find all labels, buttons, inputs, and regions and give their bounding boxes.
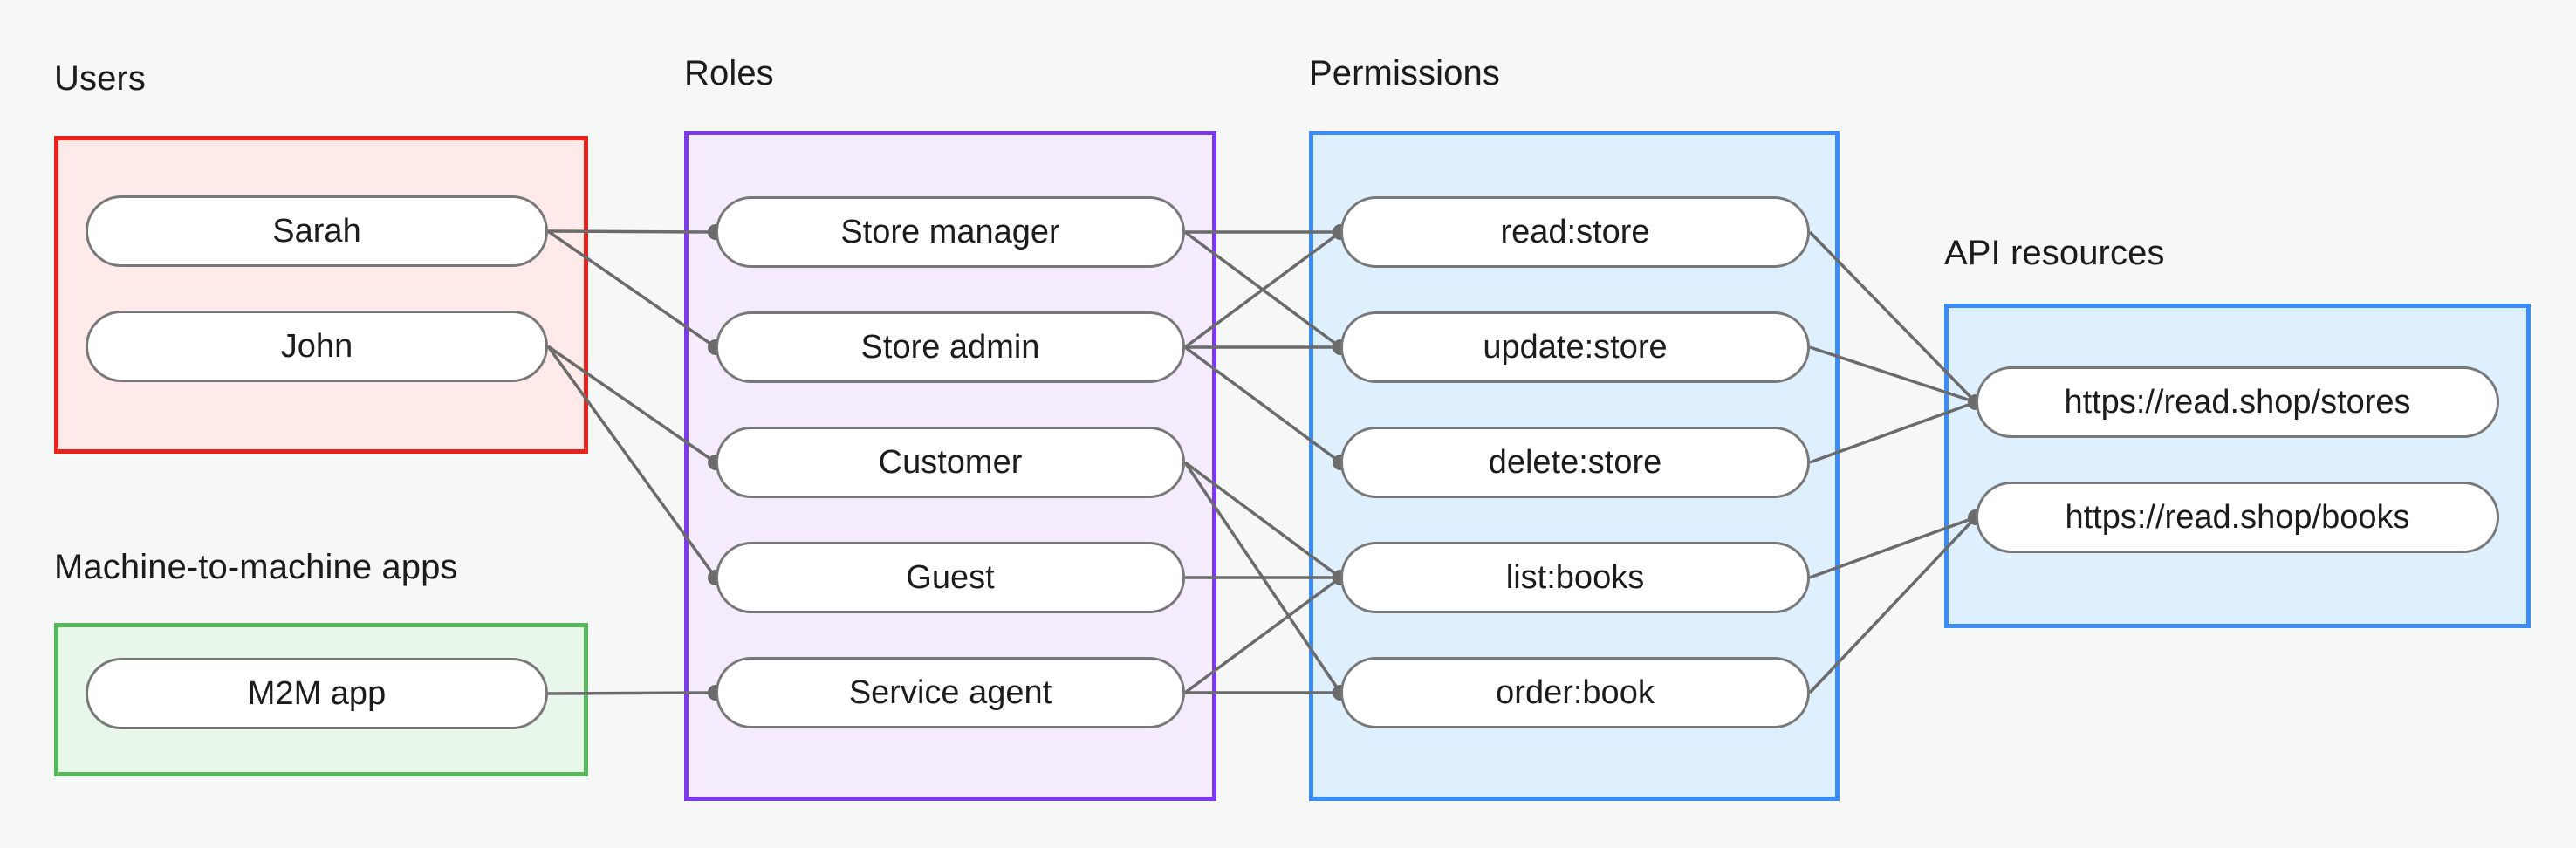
node-john[interactable]: John	[86, 311, 548, 382]
node-label-read-store: read:store	[1500, 213, 1650, 250]
group-title-m2m: Machine-to-machine apps	[54, 548, 458, 586]
group-title-permissions: Permissions	[1309, 54, 1500, 92]
node-delete-store[interactable]: delete:store	[1340, 427, 1810, 498]
edge-list-books-to-res-books	[1809, 516, 1977, 579]
node-res-books[interactable]: https://read.shop/books	[1976, 482, 2499, 553]
node-order-book[interactable]: order:book	[1340, 657, 1810, 728]
node-label-update-store: update:store	[1483, 328, 1668, 366]
node-label-customer: Customer	[878, 443, 1023, 481]
node-label-list-books: list:books	[1505, 558, 1645, 596]
node-store-manager[interactable]: Store manager	[716, 196, 1185, 268]
edge-sarah-to-store-manager	[547, 229, 716, 234]
node-customer[interactable]: Customer	[716, 427, 1185, 498]
node-label-john: John	[280, 327, 353, 365]
group-box-api-resources	[1944, 304, 2531, 628]
node-store-admin[interactable]: Store admin	[716, 311, 1185, 383]
node-label-m2mapp: M2M app	[247, 674, 387, 712]
node-label-service-agent: Service agent	[848, 674, 1052, 711]
node-service-agent[interactable]: Service agent	[716, 657, 1185, 728]
group-title-api-resources: API resources	[1944, 234, 2165, 272]
edge-read-store-to-res-stores	[1808, 230, 1977, 404]
edge-service-agent-to-list-books	[1183, 576, 1342, 694]
edge-m2mapp-to-service-agent	[547, 691, 716, 695]
node-sarah[interactable]: Sarah	[86, 195, 548, 267]
edge-delete-store-to-res-stores	[1809, 400, 1977, 464]
node-res-stores[interactable]: https://read.shop/stores	[1976, 366, 2499, 438]
edge-order-book-to-res-books	[1808, 516, 1977, 694]
node-read-store[interactable]: read:store	[1340, 196, 1810, 268]
node-list-books[interactable]: list:books	[1340, 542, 1810, 613]
edge-customer-to-list-books	[1183, 461, 1342, 579]
node-label-res-books: https://read.shop/books	[2065, 498, 2410, 536]
group-title-roles: Roles	[684, 54, 774, 92]
node-guest[interactable]: Guest	[716, 542, 1185, 613]
node-label-store-admin: Store admin	[860, 328, 1040, 366]
node-m2mapp[interactable]: M2M app	[86, 658, 548, 729]
group-title-users: Users	[54, 59, 146, 98]
edge-john-to-customer	[547, 345, 716, 464]
edge-john-to-guest	[546, 345, 717, 579]
group-box-users	[54, 136, 588, 454]
node-label-guest: Guest	[906, 558, 995, 596]
node-label-delete-store: delete:store	[1488, 443, 1662, 481]
edge-store-admin-to-read-store	[1183, 230, 1342, 349]
node-update-store[interactable]: update:store	[1340, 311, 1810, 383]
node-label-order-book: order:book	[1496, 674, 1655, 711]
edge-store-admin-to-delete-store	[1183, 345, 1342, 464]
node-label-sarah: Sarah	[272, 212, 361, 250]
node-label-res-stores: https://read.shop/stores	[2064, 383, 2411, 421]
edge-sarah-to-store-admin	[547, 229, 716, 349]
node-label-store-manager: Store manager	[840, 213, 1060, 250]
edge-update-store-to-res-stores	[1809, 345, 1977, 404]
